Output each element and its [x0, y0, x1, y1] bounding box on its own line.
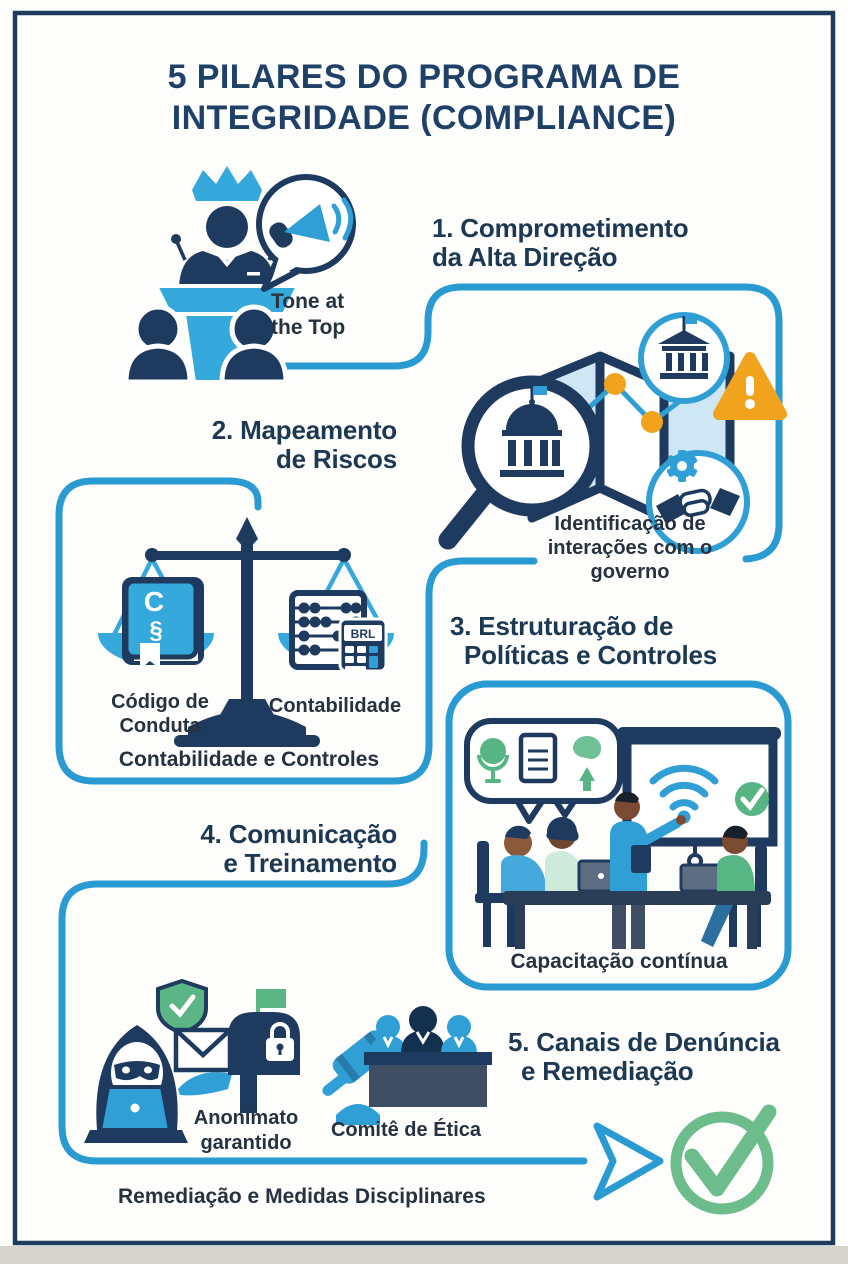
laptop-icon: [84, 1085, 188, 1143]
check-circle-icon: [735, 782, 769, 816]
final-check-icon: [670, 1104, 777, 1215]
handshake-circle-icon: [646, 450, 750, 554]
route-line: [580, 380, 686, 426]
accounting-label: Contabilidade: [268, 695, 402, 717]
ethics-committee-icon: [364, 1006, 492, 1107]
pillar2-caption: Identificação de interações com o govern…: [547, 513, 713, 583]
pillar4-heading: 4. Comunicação e Treinamento: [200, 819, 397, 878]
warning-icon: [713, 352, 787, 420]
trainee-person: [545, 816, 585, 893]
table: [503, 891, 771, 905]
route-node: [604, 373, 626, 395]
padlock-icon: [266, 1022, 294, 1061]
connector-pillar4-to-5: [58, 839, 588, 1165]
training-frame: [445, 680, 792, 991]
mic-icon: [477, 738, 509, 783]
wifi-icon: [649, 764, 719, 811]
whistleblowing-illustration: [84, 978, 492, 1143]
trainee-person: [701, 825, 755, 947]
leadership-podium-illustration: [123, 166, 302, 382]
tone-at-top-label: Tone at the Top: [271, 290, 346, 339]
code-of-conduct-label: Código de Conduta: [111, 691, 209, 737]
capitol-building-icon: [500, 386, 564, 477]
training-speech-bubble: [464, 718, 623, 824]
envelope-icon: [173, 1027, 233, 1073]
anonymity-label: Anonimato garantido: [193, 1107, 299, 1154]
conduct-book-icon: [122, 577, 204, 669]
risk-mapping-illustration: [438, 312, 787, 554]
audience-icons: [123, 304, 289, 382]
handshake-icon: [656, 488, 740, 524]
leader-body: [179, 251, 275, 286]
calculator-icon: [338, 617, 388, 673]
poster-border: [12, 10, 836, 1246]
hand-icon: [178, 1072, 232, 1096]
brain-growth-icon: [572, 735, 602, 791]
megaphone-icon: [269, 197, 354, 248]
book-letter: C: [143, 586, 165, 617]
pillar5-caption: Remediação e Medidas Disciplinares: [118, 1185, 486, 1208]
pillar3-caption: Contabilidade e Controles: [118, 748, 380, 771]
tone-at-top-bubble: [256, 174, 356, 292]
calculator-label: BRL: [350, 627, 376, 641]
connector-pillar2-to-3: [55, 477, 538, 785]
page-edge-band: [0, 1246, 848, 1264]
trainee-person: [501, 825, 547, 893]
leader-head: [206, 206, 248, 248]
flow-arrow-icon: [593, 1122, 664, 1201]
ethics-committee-label: Comitê de Ética: [330, 1119, 482, 1141]
pillar3-heading: 3. Estruturação de Políticas e Controles: [450, 611, 717, 670]
pillar2-heading: 2. Mapeamento de Riscos: [211, 415, 397, 474]
route-node: [641, 411, 663, 433]
scales-illustration: [98, 517, 394, 747]
pillar1-heading: 1. Comprometimento da Alta Direção: [432, 213, 689, 272]
trainer-person: [610, 791, 686, 949]
crown-icon: [192, 166, 262, 201]
book-symbol: §: [149, 617, 163, 644]
page-title: 5 PILARES DO PROGRAMA DE INTEGRIDADE (CO…: [167, 58, 681, 137]
connector-pillar1-to-2: [272, 283, 783, 563]
mailbox-icon: [228, 989, 300, 1113]
pillar4-caption: Capacitação contínua: [510, 950, 728, 973]
training-illustration: [464, 718, 781, 949]
pillar5-heading: 5. Canais de Denúncia e Remediação: [508, 1027, 780, 1086]
shield-check-icon: [156, 978, 208, 1036]
magnifier-icon: [438, 375, 603, 550]
document-icon: [518, 732, 558, 784]
government-circle-icon: [638, 312, 730, 404]
